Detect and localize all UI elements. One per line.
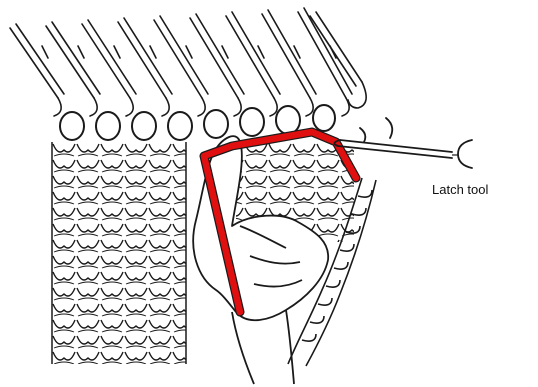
latch-tool-icon bbox=[334, 118, 472, 168]
machine-needles-icon bbox=[10, 8, 366, 116]
latch-tool-label: Latch tool bbox=[432, 182, 488, 197]
